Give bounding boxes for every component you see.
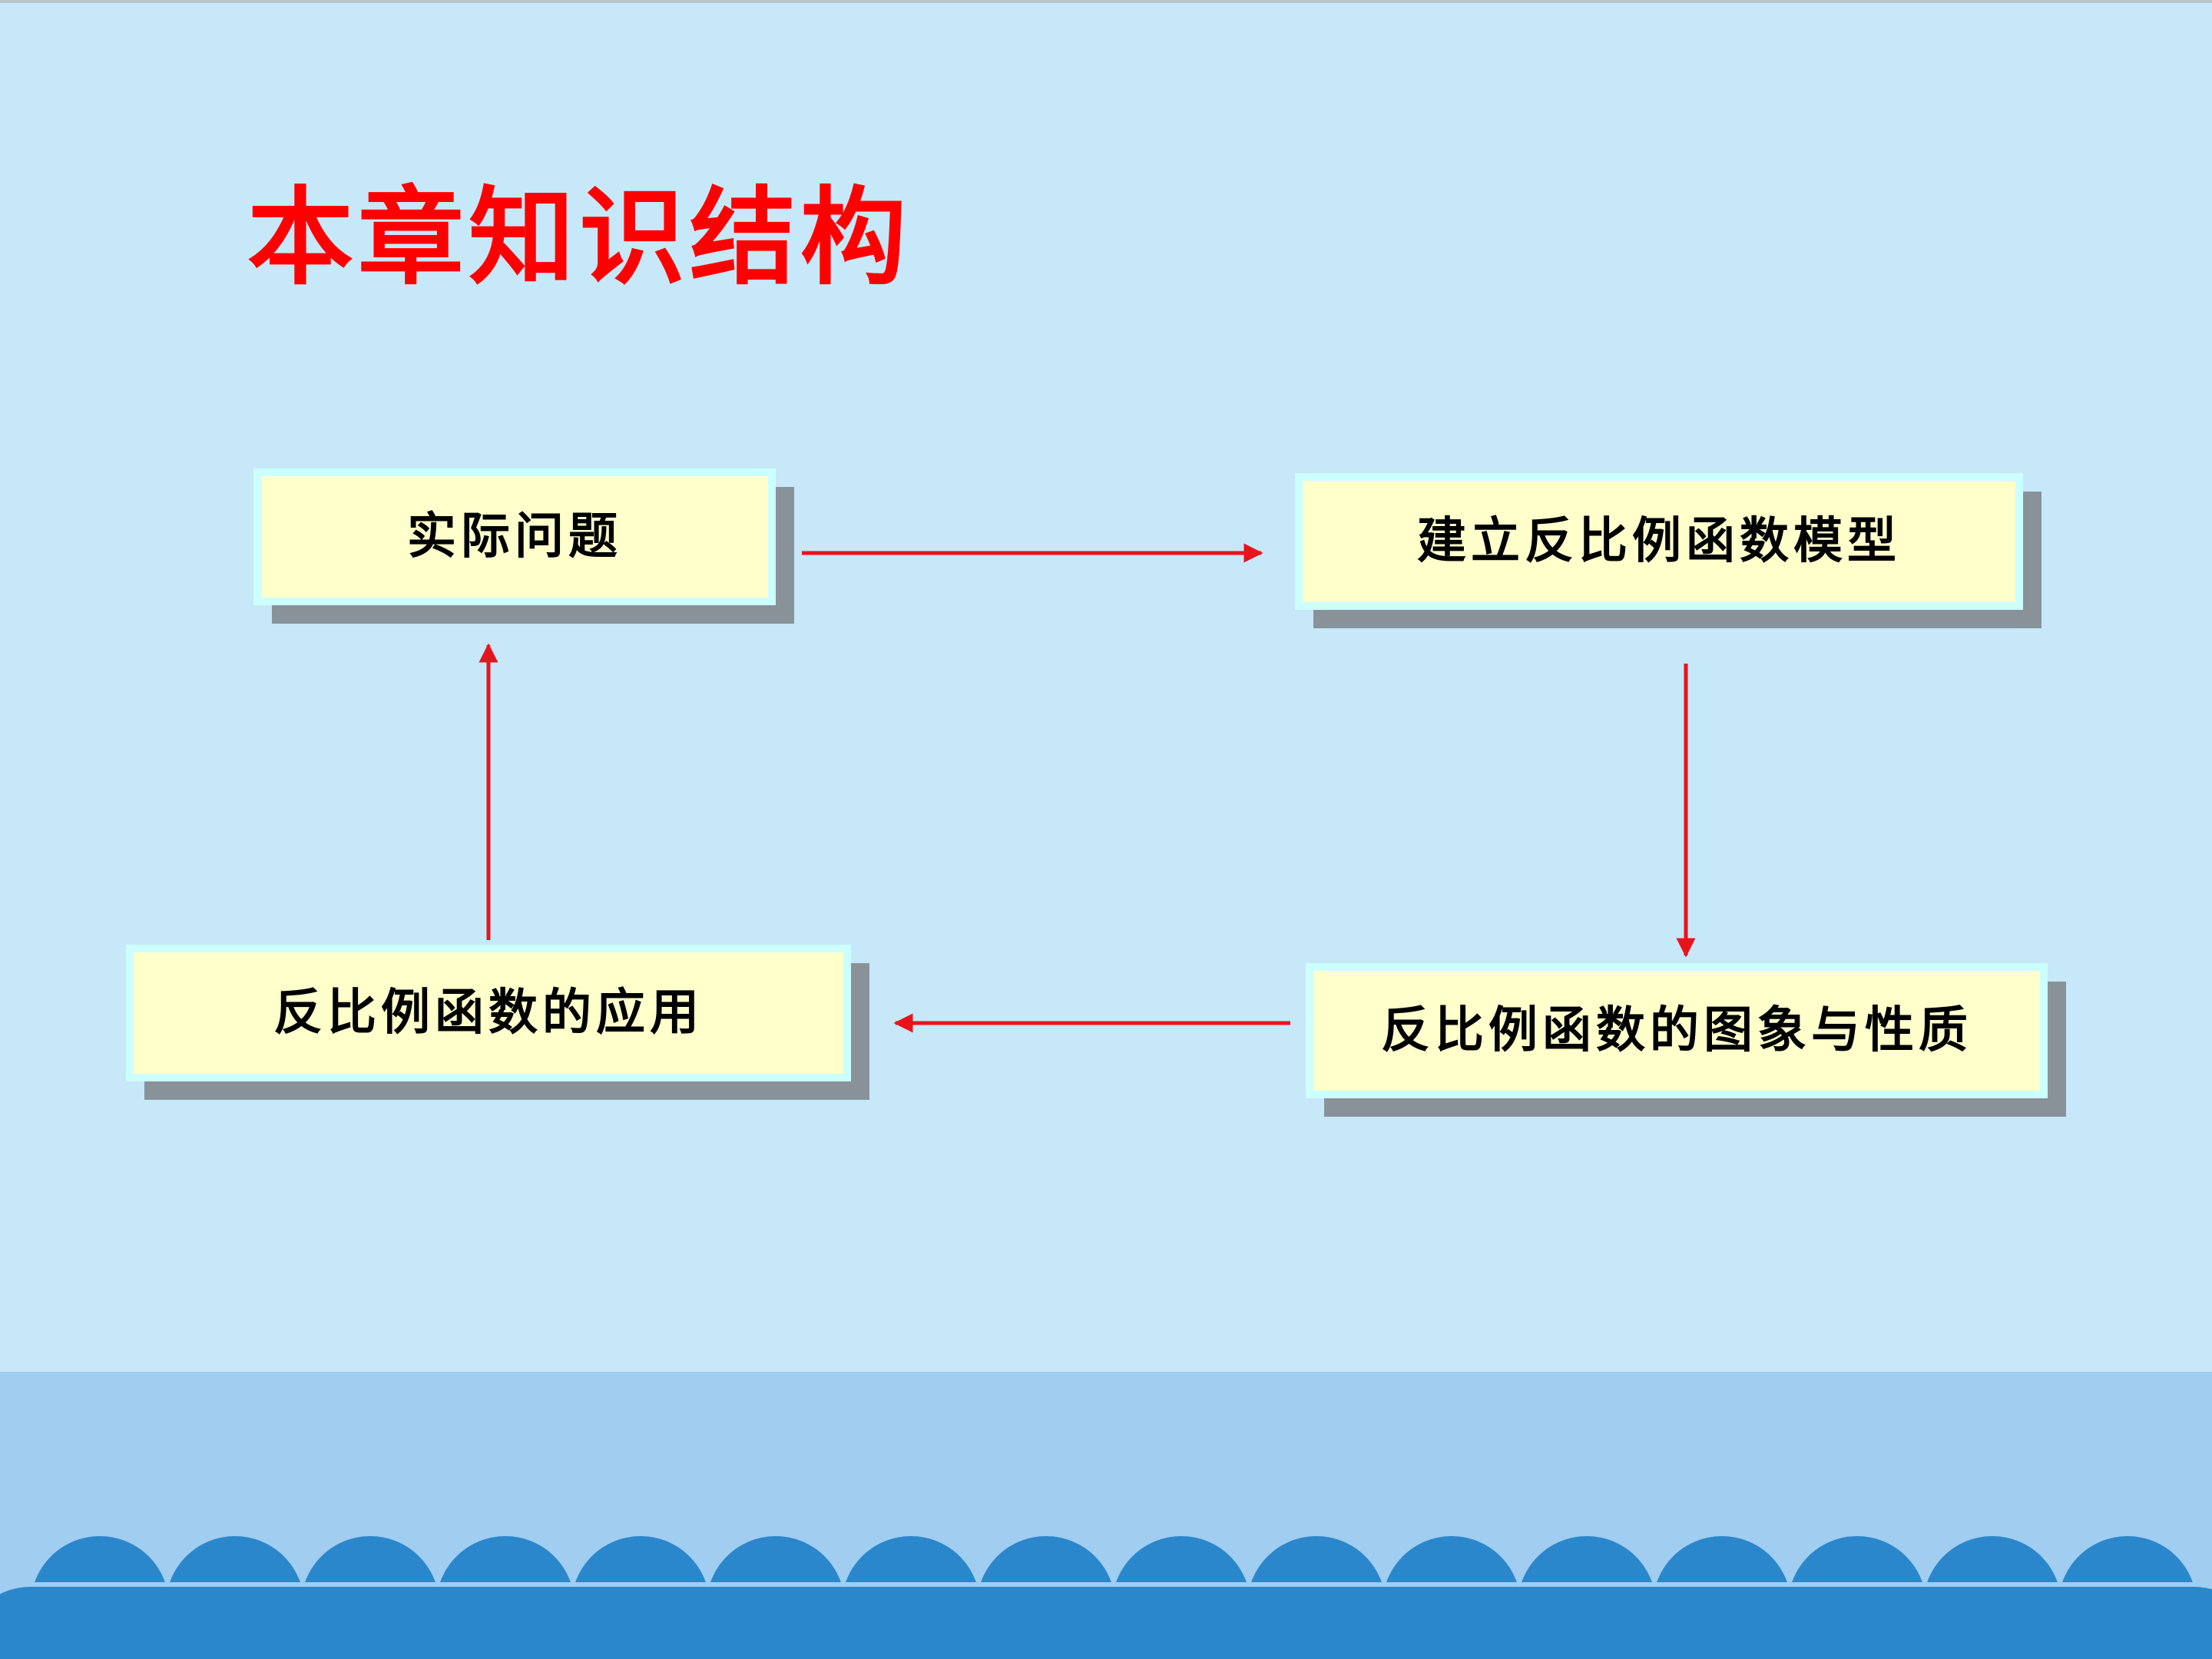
node-label: 建立反比例函数模型 [1417, 512, 1901, 570]
slide-title: 本章知识结构 [247, 174, 912, 300]
decorative-waves [0, 1536, 2212, 1659]
node-box: 反比例函数的图象与性质 [1306, 963, 2048, 1098]
wave-gap [0, 1582, 2212, 1587]
node-label: 实际问题 [407, 508, 622, 565]
wave-row-front [0, 1587, 2212, 1659]
node-box: 反比例函数的应用 [126, 945, 851, 1081]
node-box: 实际问题 [253, 469, 776, 605]
node-label: 反比例函数的图象与性质 [1381, 1002, 1972, 1059]
node-label: 反比例函数的应用 [273, 984, 704, 1041]
slide-top-border [0, 0, 2212, 3]
node-box: 建立反比例函数模型 [1295, 473, 2023, 610]
